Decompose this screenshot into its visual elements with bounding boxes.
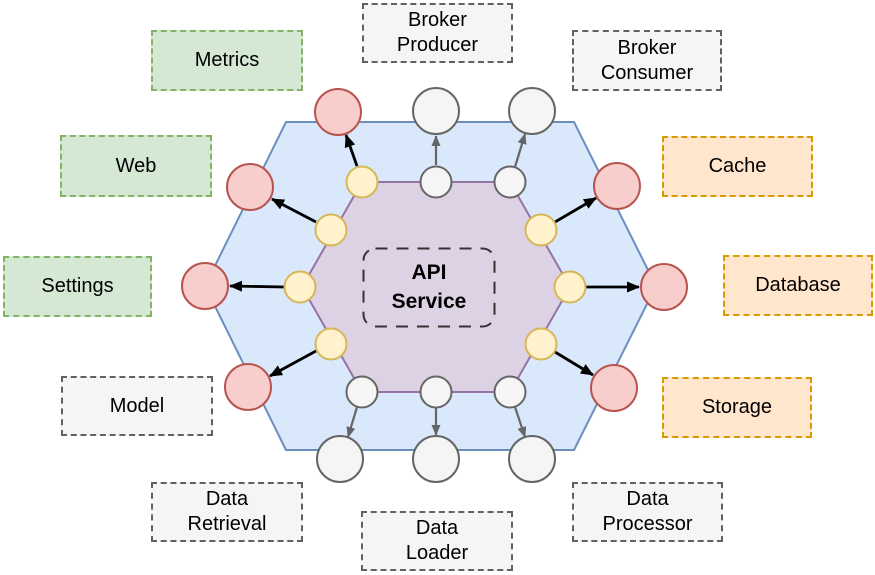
adapter-circle-data-loader bbox=[412, 435, 460, 483]
port-circle-data-retrieval bbox=[345, 375, 379, 409]
adapter-circle-storage bbox=[590, 364, 638, 412]
data-processor-box: Data Processor bbox=[572, 482, 723, 542]
arrow-model bbox=[269, 349, 317, 378]
api-service-label: API Service bbox=[391, 261, 467, 313]
port-circle-cache bbox=[524, 213, 558, 247]
port-circle-storage bbox=[524, 327, 558, 361]
storage-box: Storage bbox=[662, 377, 812, 438]
web-box: Web bbox=[60, 135, 212, 197]
metrics-box: Metrics bbox=[151, 30, 303, 91]
database-box: Database bbox=[723, 255, 873, 316]
adapter-circle-database bbox=[640, 263, 688, 311]
adapter-circle-web bbox=[226, 163, 274, 211]
port-circle-settings bbox=[283, 270, 317, 304]
adapter-circle-broker-consumer bbox=[508, 87, 556, 135]
adapter-circle-settings bbox=[181, 262, 229, 310]
adapter-circle-data-retrieval bbox=[316, 435, 364, 483]
adapter-circles bbox=[181, 87, 688, 483]
port-circle-data-loader bbox=[419, 375, 453, 409]
port-circle-model bbox=[314, 327, 348, 361]
adapter-circle-model bbox=[224, 363, 272, 411]
port-circle-database bbox=[553, 270, 587, 304]
port-circles bbox=[283, 165, 587, 409]
port-circle-web bbox=[314, 213, 348, 247]
model-box: Model bbox=[61, 376, 213, 436]
arrow-settings bbox=[229, 280, 285, 292]
arrow-data-retrieval bbox=[346, 406, 359, 438]
port-circle-data-processor bbox=[493, 375, 527, 409]
arrow-data-processor bbox=[513, 406, 527, 438]
adapter-circle-broker-producer bbox=[412, 87, 460, 135]
port-circle-metrics bbox=[345, 165, 379, 199]
broker-consumer-box: Broker Consumer bbox=[572, 30, 722, 91]
adapter-circle-data-processor bbox=[508, 435, 556, 483]
cache-box: Cache bbox=[662, 136, 813, 197]
port-circle-broker-producer bbox=[419, 165, 453, 199]
arrow-metrics bbox=[344, 134, 359, 167]
data-retrieval-box: Data Retrieval bbox=[151, 482, 303, 542]
data-loader-box: Data Loader bbox=[361, 511, 513, 571]
arrow-cache bbox=[554, 196, 597, 224]
arrows bbox=[229, 133, 640, 438]
adapter-circle-cache bbox=[593, 162, 641, 210]
settings-box: Settings bbox=[3, 256, 152, 317]
adapter-circle-metrics bbox=[314, 88, 362, 136]
arrow-storage bbox=[554, 350, 594, 377]
port-circle-broker-consumer bbox=[493, 165, 527, 199]
broker-producer-box: Broker Producer bbox=[362, 3, 513, 63]
arrow-web bbox=[271, 197, 317, 224]
api-service-box-border bbox=[362, 247, 496, 328]
arrow-broker-consumer bbox=[513, 133, 527, 168]
